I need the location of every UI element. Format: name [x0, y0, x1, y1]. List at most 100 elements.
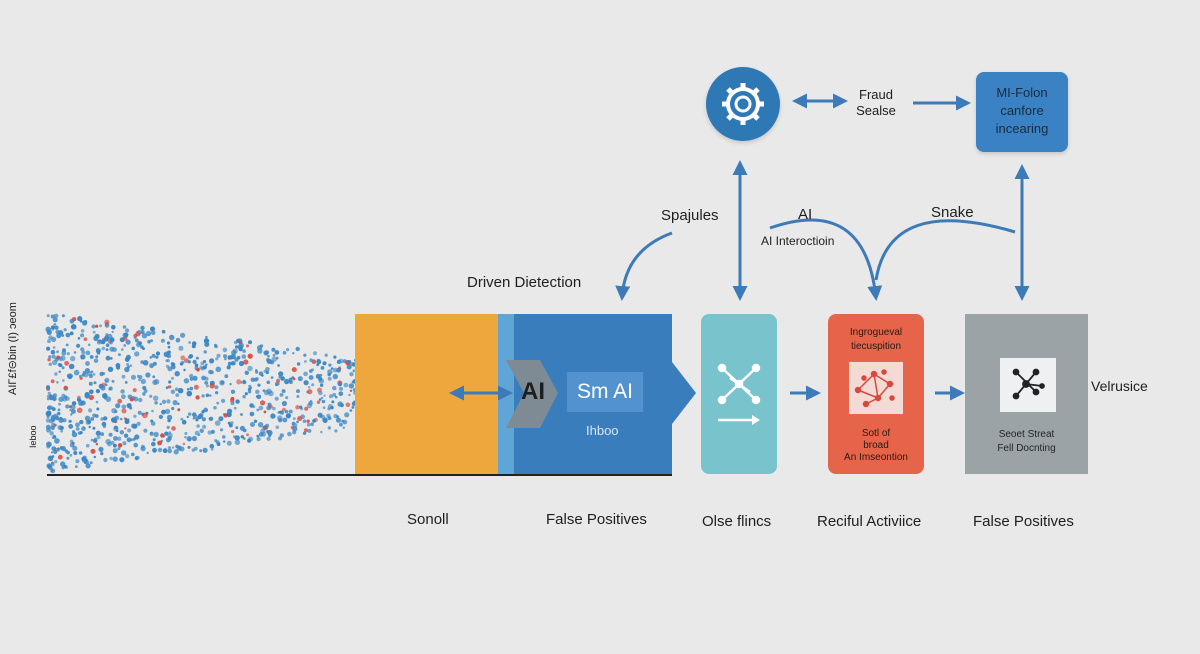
- smai-label: Sm AI: [576, 380, 634, 403]
- particle-dot: [95, 389, 100, 394]
- particle-dot: [205, 335, 208, 339]
- particle-dot: [105, 438, 111, 445]
- particle-dot: [231, 361, 236, 366]
- particle-dot: [332, 367, 338, 373]
- particle-dot: [192, 412, 197, 417]
- particle-dot: [268, 390, 274, 397]
- ai-top-label: AI: [798, 206, 813, 223]
- particle-dot: [256, 437, 261, 442]
- particle-dot: [256, 434, 260, 438]
- particle-dot: [142, 360, 149, 366]
- particle-dot: [137, 410, 142, 415]
- particle-dot: [65, 404, 70, 409]
- particle-dot: [99, 324, 102, 328]
- particle-dot: [150, 326, 155, 331]
- particle-dot: [159, 402, 162, 406]
- particle-dot: [50, 406, 54, 410]
- particle-dot: [243, 437, 246, 440]
- particle-dot: [65, 332, 71, 338]
- particle-dot: [227, 408, 233, 414]
- arrow-ai-curve: [769, 218, 883, 301]
- node-graph-icon: [1012, 368, 1045, 400]
- particle-dot: [242, 379, 246, 383]
- particle-dot: [281, 400, 287, 407]
- particle-dot: [223, 413, 228, 418]
- particle-dot: [210, 447, 214, 451]
- particle-dot: [262, 389, 266, 392]
- particle-dot: [70, 413, 73, 416]
- particle-dot: [150, 339, 154, 343]
- particle-dot: [318, 398, 322, 401]
- particle-dot: [56, 381, 59, 384]
- bottom-label-false-positives-2: False Positives: [973, 513, 1074, 530]
- particle-dot: [51, 354, 56, 359]
- particle-dot: [113, 436, 118, 441]
- particle-dot: [168, 385, 172, 389]
- particle-dot: [323, 418, 328, 424]
- fraud-line-2: Sealse: [856, 103, 896, 118]
- particle-dot: [73, 351, 77, 354]
- particle-dot: [66, 373, 71, 378]
- mi-box-text: MI-Folon canfore incearing: [976, 84, 1068, 138]
- particle-dot: [141, 333, 148, 339]
- particle-dot: [174, 371, 180, 377]
- particle-dot: [338, 358, 344, 364]
- particle-dot: [51, 327, 55, 331]
- particle-dot: [243, 359, 249, 365]
- particle-dot: [304, 360, 307, 363]
- particle-dot: [346, 364, 352, 370]
- particle-dot: [175, 444, 179, 448]
- particle-dot: [58, 417, 64, 423]
- particle-dot: [205, 384, 209, 388]
- particle-dot: [321, 399, 326, 404]
- particle-dot: [192, 417, 195, 420]
- particle-dot: [274, 396, 279, 401]
- particle-dot: [98, 446, 104, 452]
- particle-dot: [320, 366, 325, 370]
- particle-dot: [327, 376, 332, 381]
- particle-dot: [46, 329, 52, 335]
- particle-dot: [83, 320, 88, 324]
- particle-dot: [348, 393, 351, 397]
- particle-dot: [179, 362, 184, 366]
- particle-dot: [142, 347, 145, 350]
- particle-dot: [260, 428, 266, 434]
- particle-dot: [291, 367, 297, 373]
- particle-dot: [195, 395, 200, 400]
- particle-dot: [62, 418, 67, 423]
- particle-dot: [296, 395, 300, 398]
- particle-dot: [161, 409, 166, 415]
- particle-dot: [196, 424, 200, 428]
- particle-dot: [143, 428, 148, 433]
- particle-dot: [93, 438, 98, 443]
- particle-dot: [216, 442, 221, 447]
- particle-dot: [63, 385, 68, 390]
- particle-dot: [302, 431, 307, 435]
- particle-dot: [80, 333, 85, 338]
- particle-dot: [90, 370, 94, 374]
- spajules-label: Spajules: [661, 207, 719, 224]
- particle-dot: [248, 340, 252, 345]
- particle-dot: [112, 448, 118, 454]
- particle-dot: [218, 416, 224, 422]
- particle-dot: [311, 383, 315, 387]
- particle-dot: [111, 417, 117, 423]
- particle-dot: [255, 377, 259, 381]
- red-top-line-2: tiecuspition: [850, 341, 902, 352]
- particle-dot: [160, 433, 165, 438]
- particle-dot: [75, 459, 80, 464]
- particle-dot: [194, 363, 199, 368]
- particle-dot: [334, 429, 338, 433]
- particle-dot: [303, 380, 309, 386]
- particle-dot: [66, 352, 70, 356]
- particle-dot: [272, 354, 276, 357]
- particle-dot: [47, 391, 51, 396]
- particle-dot: [78, 400, 84, 406]
- particle-dot: [230, 396, 235, 401]
- particle-dot: [297, 376, 303, 382]
- particle-dot: [84, 393, 90, 399]
- particle-dot: [269, 404, 273, 409]
- particle-dot: [329, 394, 333, 399]
- particle-dot: [56, 350, 59, 354]
- particle-dot: [124, 366, 130, 373]
